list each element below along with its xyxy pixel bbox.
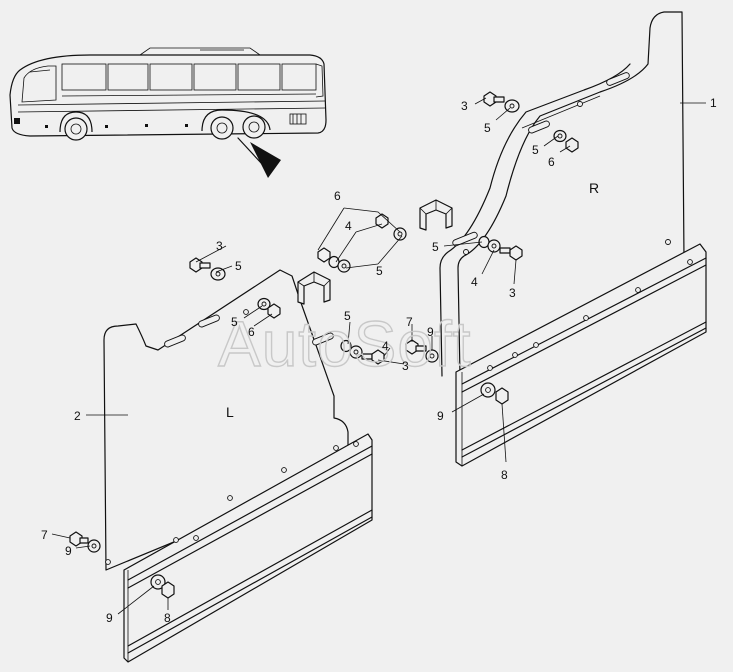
callout-2: 2 — [74, 409, 81, 423]
callout-9: 9 — [65, 544, 72, 558]
callout-6: 6 — [248, 325, 255, 339]
callout-3: 3 — [216, 239, 223, 253]
callout-5: 5 — [235, 259, 242, 273]
callout-7: 7 — [41, 528, 48, 542]
callout-8: 8 — [501, 468, 508, 482]
bracket-left — [297, 271, 331, 305]
side-label-right: R — [589, 180, 599, 196]
callout-6: 6 — [548, 155, 555, 169]
callout-4: 4 — [471, 275, 478, 289]
mudflap-left — [103, 269, 373, 663]
callout-5: 5 — [344, 309, 351, 323]
callout-9: 9 — [427, 325, 434, 339]
side-label-left: L — [226, 404, 234, 420]
watermark: AutoSoft — [218, 308, 472, 380]
bus-illustration — [9, 47, 327, 178]
callout-1: 1 — [710, 96, 717, 110]
callout-4: 4 — [345, 219, 352, 233]
callout-3: 3 — [461, 99, 468, 113]
callout-6: 6 — [334, 189, 341, 203]
mudflap-right — [439, 11, 707, 467]
callout-3: 3 — [402, 359, 409, 373]
callout-4: 4 — [382, 339, 389, 353]
callout-5: 5 — [484, 121, 491, 135]
callout-5: 5 — [376, 264, 383, 278]
leader-lines — [51, 97, 706, 615]
callout-5: 5 — [532, 143, 539, 157]
callout-5: 5 — [432, 240, 439, 254]
callout-7: 7 — [406, 315, 413, 329]
callout-9: 9 — [106, 611, 113, 625]
callout-8: 8 — [164, 611, 171, 625]
bracket-right — [419, 199, 453, 231]
callout-3: 3 — [509, 286, 516, 300]
fasteners — [69, 91, 579, 599]
callout-9: 9 — [437, 409, 444, 423]
callout-5: 5 — [231, 315, 238, 329]
